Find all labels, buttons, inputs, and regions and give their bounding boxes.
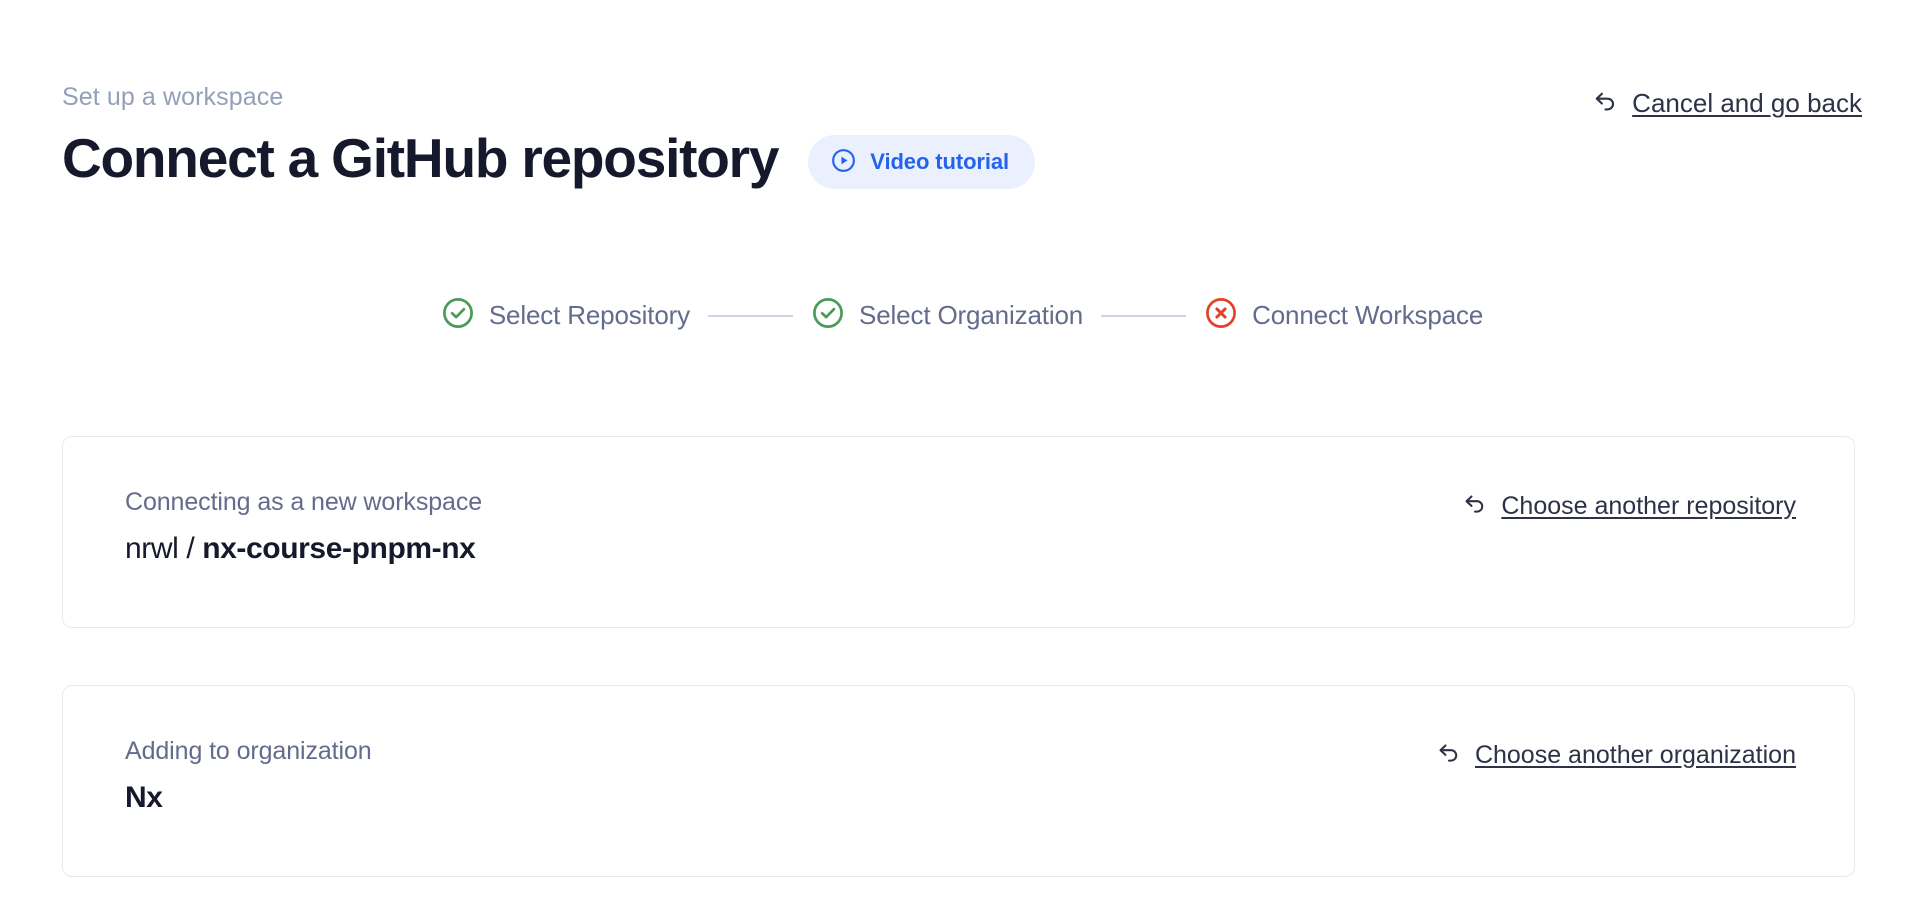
step-label-connect-workspace: Connect Workspace bbox=[1252, 300, 1484, 330]
step-select-repository[interactable]: Select Repository bbox=[441, 296, 690, 335]
page-eyebrow: Set up a workspace bbox=[62, 83, 284, 111]
progress-stepper: Select Repository Select Organization Co… bbox=[0, 296, 1924, 335]
title-row: Connect a GitHub repository Video tutori… bbox=[62, 127, 1862, 190]
choose-another-repository-label: Choose another repository bbox=[1501, 491, 1796, 520]
undo-arrow-icon bbox=[1460, 489, 1489, 523]
organization-card-meta-label: Adding to organization bbox=[125, 737, 372, 765]
undo-arrow-icon bbox=[1590, 86, 1620, 121]
video-tutorial-button[interactable]: Video tutorial bbox=[808, 134, 1036, 189]
repository-card: Connecting as a new workspace nrwl / nx-… bbox=[62, 436, 1855, 628]
repository-owner: nrwl bbox=[125, 532, 179, 565]
check-circle-icon bbox=[441, 296, 475, 335]
choose-another-organization-link[interactable]: Choose another organization bbox=[1434, 738, 1796, 772]
x-circle-icon bbox=[1204, 296, 1238, 335]
page-header: Set up a workspace Connect a GitHub repo… bbox=[62, 82, 1862, 190]
choose-another-repository-link[interactable]: Choose another repository bbox=[1460, 489, 1796, 523]
step-select-organization[interactable]: Select Organization bbox=[811, 296, 1083, 335]
choose-another-organization-label: Choose another organization bbox=[1474, 740, 1796, 769]
repository-card-text: Connecting as a new workspace nrwl / nx-… bbox=[125, 487, 482, 567]
page-title: Connect a GitHub repository bbox=[62, 127, 779, 189]
organization-card: Adding to organization Nx Choose another… bbox=[62, 685, 1855, 877]
step-connect-workspace[interactable]: Connect Workspace bbox=[1204, 296, 1483, 335]
repository-card-value: nrwl / nx-course-pnpm-nx bbox=[125, 531, 482, 567]
repository-name: nx-course-pnpm-nx bbox=[202, 532, 476, 565]
cancel-and-go-back-link[interactable]: Cancel and go back bbox=[1590, 86, 1862, 121]
organization-card-inner: Adding to organization Nx Choose another… bbox=[125, 736, 1796, 816]
organization-name: Nx bbox=[125, 781, 163, 814]
repository-card-meta-label: Connecting as a new workspace bbox=[125, 488, 483, 516]
stepper-connector-1 bbox=[708, 314, 794, 317]
organization-card-text: Adding to organization Nx bbox=[125, 736, 372, 816]
repository-card-inner: Connecting as a new workspace nrwl / nx-… bbox=[125, 487, 1796, 567]
video-tutorial-label: Video tutorial bbox=[870, 148, 1010, 174]
repository-separator: / bbox=[186, 532, 195, 565]
cancel-and-go-back-label: Cancel and go back bbox=[1632, 88, 1862, 118]
step-label-select-repository: Select Repository bbox=[488, 300, 691, 330]
undo-arrow-icon bbox=[1434, 738, 1463, 772]
step-label-select-organization: Select Organization bbox=[859, 300, 1084, 330]
stepper-connector-2 bbox=[1101, 314, 1187, 317]
check-circle-icon bbox=[811, 296, 845, 335]
play-circle-icon bbox=[830, 147, 857, 177]
